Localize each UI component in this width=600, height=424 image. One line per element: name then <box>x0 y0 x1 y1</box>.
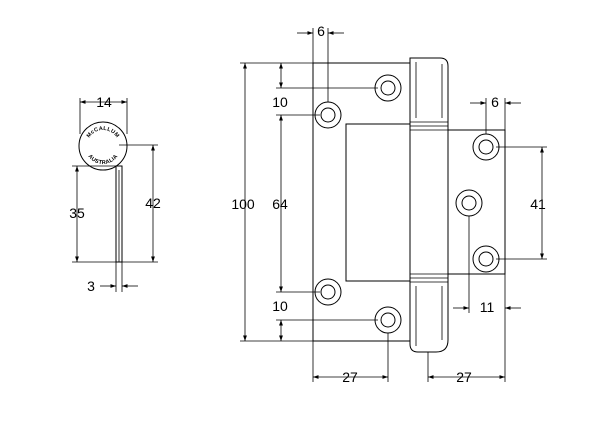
dim-front-bottom-offset: 10 <box>272 298 288 314</box>
dim-side-width: 14 <box>96 94 112 110</box>
logo-top-text: McCALLUM <box>86 126 120 139</box>
screw-hole <box>455 189 483 217</box>
side-view: McCALLUM AUSTRALIA 14 42 35 3 <box>69 94 161 294</box>
knuckle-barrel <box>409 57 449 353</box>
dim-front-hole-spacing: 64 <box>272 196 288 212</box>
left-leaf-cutout <box>345 123 411 282</box>
logo-bottom-text: AUSTRALIA <box>87 154 120 166</box>
screw-hole <box>472 133 500 161</box>
right-leaf <box>447 129 506 275</box>
side-view-knuckle <box>78 121 128 171</box>
screw-hole <box>472 245 500 273</box>
dim-front-right-hole: 6 <box>491 94 499 110</box>
dim-side-thickness: 3 <box>87 278 95 294</box>
dim-front-right-offset: 11 <box>480 299 495 315</box>
dim-front-right-spacing: 41 <box>530 196 546 212</box>
screw-hole <box>374 306 402 334</box>
dim-side-leaf: 35 <box>69 205 85 221</box>
dim-front-top-hole: 6 <box>317 23 325 39</box>
dim-side-total: 42 <box>145 195 161 211</box>
dim-front-top-offset: 10 <box>272 94 288 110</box>
dim-front-right-width: 27 <box>456 369 472 385</box>
front-view: 100 64 10 10 6 27 27 <box>231 23 547 385</box>
dim-front-left-width: 27 <box>342 369 358 385</box>
screw-hole <box>374 74 402 102</box>
dim-front-height: 100 <box>231 196 255 212</box>
